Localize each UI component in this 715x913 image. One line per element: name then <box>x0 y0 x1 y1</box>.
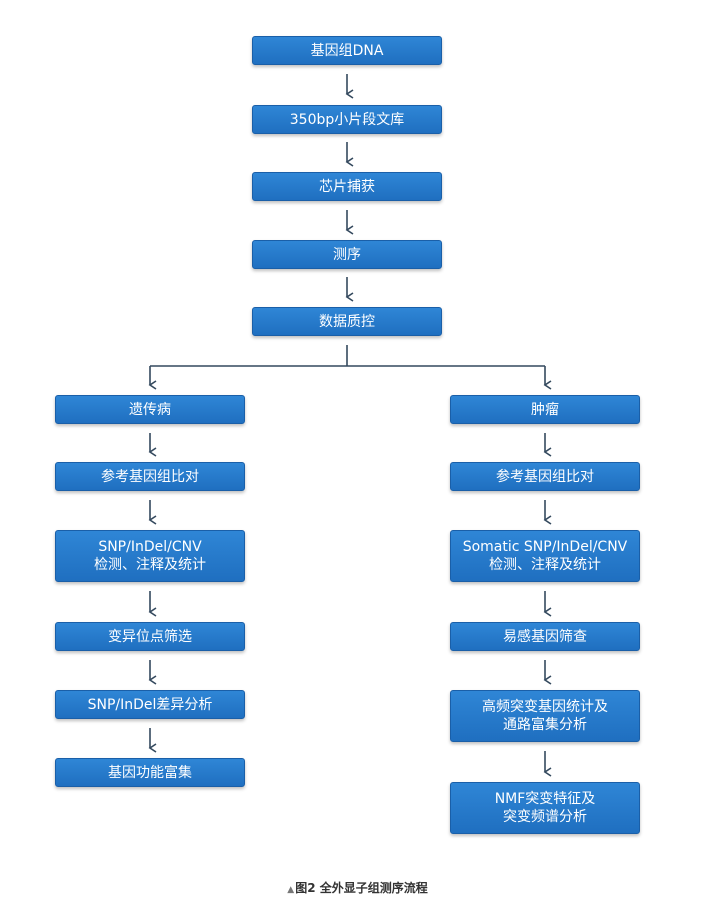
node-chip-capture: 芯片捕获 <box>252 172 442 201</box>
node-quality-control: 数据质控 <box>252 307 442 336</box>
node-susceptibility-screening: 易感基因筛查 <box>450 622 640 651</box>
node-right-reference-alignment: 参考基因组比对 <box>450 462 640 491</box>
node-differential-analysis: SNP/InDel差异分析 <box>55 690 245 719</box>
caption-text: 图2 全外显子组测序流程 <box>295 881 428 895</box>
arrow-group <box>148 74 552 777</box>
node-sequencing: 测序 <box>252 240 442 269</box>
node-somatic-variant-detection: Somatic SNP/InDel/CNV 检测、注释及统计 <box>450 530 640 582</box>
node-hereditary-disease: 遗传病 <box>55 395 245 424</box>
caption-marker: ▲ <box>287 885 295 895</box>
node-tumor: 肿瘤 <box>450 395 640 424</box>
node-library: 350bp小片段文库 <box>252 105 442 134</box>
figure-caption: ▲图2 全外显子组测序流程 <box>0 879 715 896</box>
node-gene-function-enrichment: 基因功能富集 <box>55 758 245 787</box>
node-mutation-pathway-analysis: 高频突变基因统计及 通路富集分析 <box>450 690 640 742</box>
node-nmf-signature-analysis: NMF突变特征及 突变频谱分析 <box>450 782 640 834</box>
node-genomic-dna: 基因组DNA <box>252 36 442 65</box>
node-left-variant-detection: SNP/InDel/CNV 检测、注释及统计 <box>55 530 245 582</box>
node-left-reference-alignment: 参考基因组比对 <box>55 462 245 491</box>
node-variant-filtering: 变异位点筛选 <box>55 622 245 651</box>
